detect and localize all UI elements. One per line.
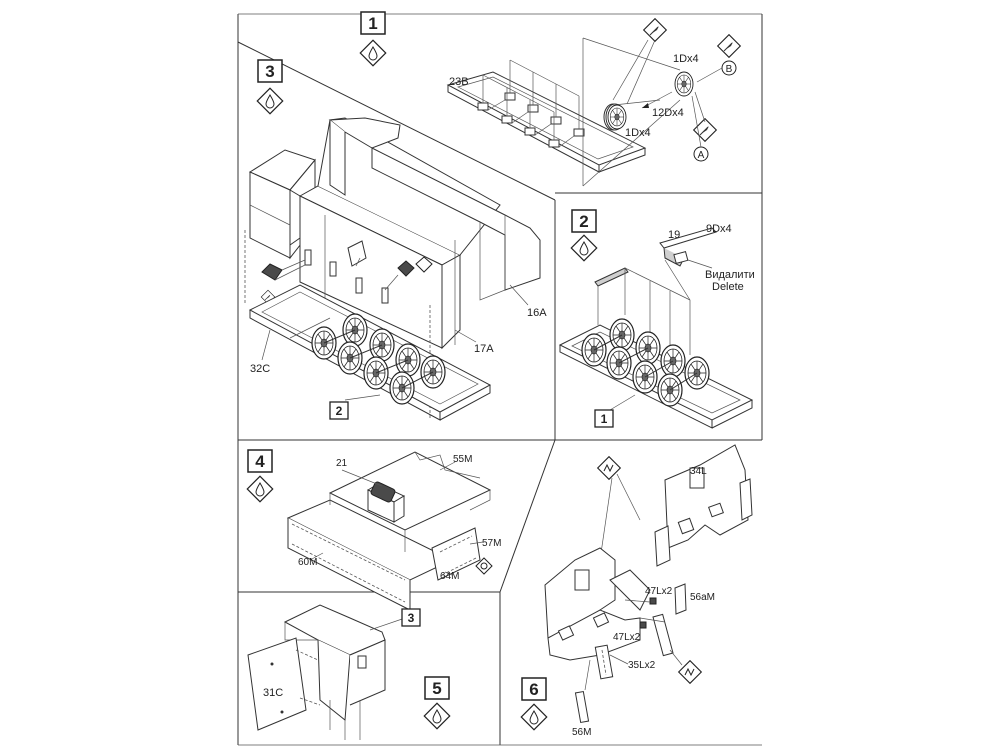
glue-drop-icon [359,39,387,67]
chassis-tray-23b [446,38,647,186]
part-label-12dx4: 12Dx4 [652,107,684,119]
plate-31c [247,637,307,731]
step-4: 4 [246,449,501,611]
glue-drop-icon [520,703,548,731]
part-label-32c: 32C [250,363,270,375]
step-1-number: 1 [368,14,377,33]
part-label-21: 21 [336,458,348,469]
step-2-number: 2 [579,212,588,231]
side-panel-60m [286,499,454,611]
cut-icon [597,456,621,480]
step-3-ref-box [329,401,349,420]
step-5: 3 31C 5 [247,604,451,740]
panel-dividers [237,13,763,746]
part-label-57m: 57M [482,538,501,549]
part-label-60m: 60M [298,557,317,568]
part-47l [639,597,674,657]
part-label-1dx4-top: 1Dx4 [673,53,699,65]
step-2: 2 19 9Dx4 Видалити Delete [558,209,755,429]
step-2-chassis [558,318,754,429]
delete-label-en: Delete [712,281,744,293]
part-label-47lx2-b: 47Lx2 [613,632,641,643]
glue-drop-icon [246,475,274,503]
step-6: 6 34L 56aM [520,444,753,738]
part-label-47lx2-a: 47Lx2 [645,586,673,597]
part-label-17a: 17A [474,343,494,355]
step-6-number-box [521,677,547,701]
part-label-16a: 16A [527,307,547,319]
wheel-assembly [582,37,694,187]
part-label-34l: 34L [690,466,707,477]
step-3-number: 3 [265,62,274,81]
part-label-56am: 56aM [690,592,715,603]
box-part-21 [366,481,406,523]
glue-drop-icon [256,87,284,115]
step-3-base-ref: 2 [336,404,343,418]
step-1: 1 [359,11,741,187]
delete-label-ua: Видалити [705,269,755,281]
rod-part-19 [659,227,717,267]
part-label-64m: 64M [440,571,459,582]
step-5-ref-box [401,608,421,627]
pe-plate-34l [654,444,753,567]
part-label-23b: 23B [449,76,469,88]
part-label-9dx4: 9Dx4 [706,223,732,235]
cab-body [283,604,386,740]
step-3-number-box [257,59,283,83]
photo-etch-icon [260,256,433,305]
part-label-1dx4-bottom: 1Dx4 [625,127,651,139]
step-5-number: 5 [432,679,441,698]
part-label-19: 19 [668,229,680,241]
knife-icon [693,118,717,142]
part-56am [674,583,687,615]
part-label-56m: 56M [572,727,591,738]
step-4-number: 4 [255,452,265,471]
locomotive-body [248,117,541,350]
step-1-number-box [360,11,386,35]
step-3: 3 [244,59,547,421]
chassis-with-wheels [248,284,492,421]
step-5-body-ref: 3 [408,611,415,625]
part-56m [574,690,590,724]
marker-a: A [698,150,705,161]
photo-etch-icon [475,557,493,575]
part-label-55m: 55M [453,454,472,465]
step-4-number-box [247,449,273,473]
step-5-number-box [424,676,450,700]
side-frame [544,547,651,661]
knife-icon [717,34,741,58]
step-2-number-box [571,209,597,233]
glue-drop-icon [570,234,598,262]
part-label-31c: 31C [263,687,283,699]
part-35l [594,644,614,680]
photo-etch-icon [643,18,667,42]
glue-drop-icon [423,702,451,730]
cut-icon [678,660,702,684]
step-6-number: 6 [529,680,538,699]
side-panel-64m [431,527,481,581]
step-2-ref-box [594,409,614,428]
part-label-35lx2: 35Lx2 [628,660,656,671]
step-2-base-ref: 1 [601,412,608,426]
marker-b: B [726,64,733,75]
